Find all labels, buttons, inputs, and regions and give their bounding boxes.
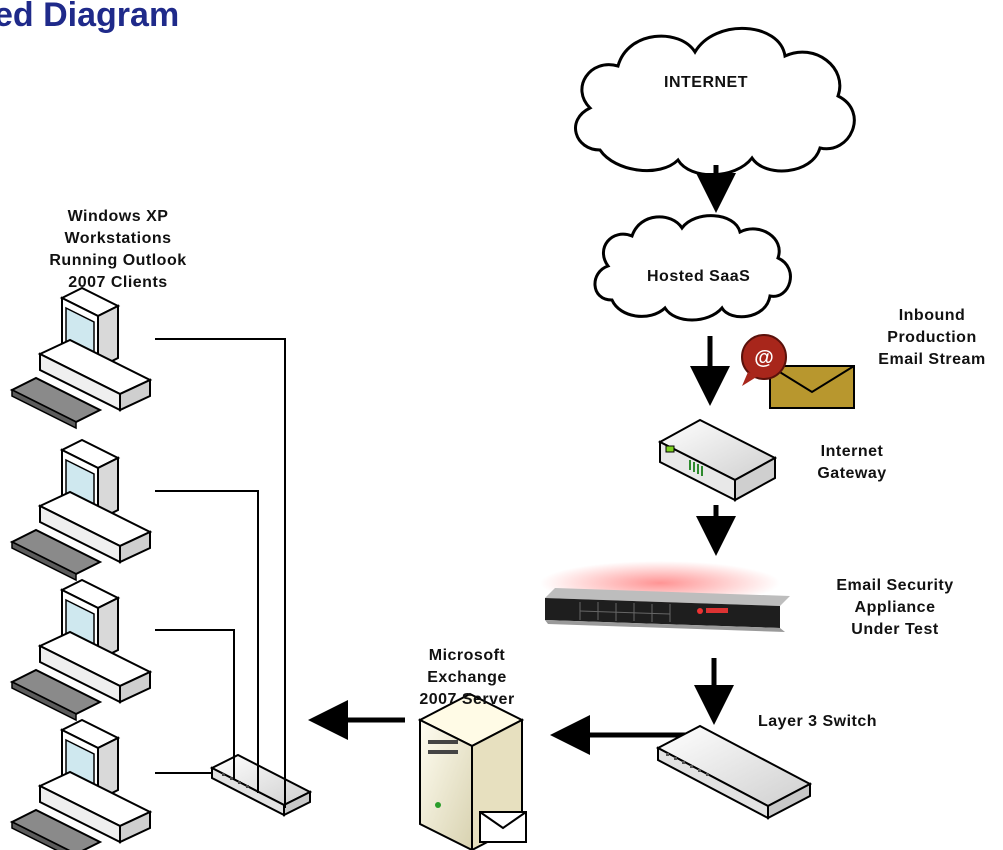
workstation-icon bbox=[11, 579, 151, 721]
workstations-label: Windows XP Workstations Running Outlook … bbox=[49, 208, 187, 291]
router-icon bbox=[657, 418, 778, 502]
rack-server-icon bbox=[540, 561, 790, 632]
exchange-label: Microsoft Exchange 2007 Server bbox=[419, 647, 515, 708]
tower-server-icon bbox=[417, 692, 527, 850]
workstation-icon bbox=[11, 719, 151, 850]
gateway-label: Internet Gateway bbox=[817, 443, 887, 482]
workstation-icon bbox=[11, 287, 151, 429]
workstation-icon bbox=[11, 439, 151, 581]
network-switch-icon bbox=[655, 724, 813, 820]
hub-icon bbox=[209, 753, 313, 817]
diagram-title: ed Diagram bbox=[0, 0, 180, 34]
appliance-label: Email Security Appliance Under Test bbox=[836, 577, 954, 638]
network-cables bbox=[155, 338, 286, 808]
inbound-stream-label: Inbound Production Email Stream bbox=[878, 307, 986, 368]
svg-text:@: @ bbox=[754, 347, 774, 369]
internet-label: INTERNET bbox=[664, 74, 748, 91]
flow-arrows bbox=[308, 165, 736, 755]
saas-label: Hosted SaaS bbox=[647, 268, 751, 285]
internet-cloud-icon bbox=[574, 27, 856, 177]
saas-cloud-icon bbox=[593, 214, 792, 322]
switch-label: Layer 3 Switch bbox=[758, 713, 878, 730]
email-envelope-icon: @ bbox=[741, 334, 855, 409]
